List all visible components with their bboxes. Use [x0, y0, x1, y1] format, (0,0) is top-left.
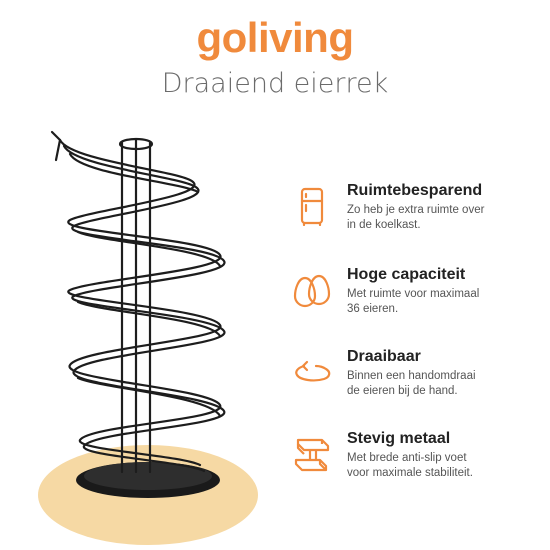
eggs-icon	[293, 274, 331, 308]
feature-desc: Binnen een handomdraai de eieren bij de …	[347, 370, 476, 397]
feature-title: Ruimtebesparend	[347, 182, 483, 199]
feature-item: Stevig metaal Met brede anti-slip voet v…	[292, 430, 542, 490]
feature-title: Stevig metaal	[347, 430, 451, 447]
feature-title: Hoge capaciteit	[347, 266, 466, 283]
feature-desc: Met ruimte voor maximaal 36 eieren.	[347, 288, 480, 315]
feature-desc: Met brede anti-slip voet voor maximale s…	[347, 452, 473, 479]
feature-item: Ruimtebesparend Zo heb je extra ruimte o…	[292, 182, 542, 242]
brand-logo: goliving	[196, 14, 355, 61]
feature-title: Draaibaar	[347, 348, 421, 365]
product-image	[38, 130, 258, 545]
feature-item: Draaibaar Binnen een handomdraai de eier…	[292, 348, 542, 408]
page-title: Draaiend eierrek	[161, 68, 389, 99]
feature-desc: Zo heb je extra ruimte over in de koelka…	[347, 204, 485, 231]
rotate-icon	[295, 360, 331, 382]
feature-item: Hoge capaciteit Met ruimte voor maximaal…	[292, 266, 542, 326]
metal-beam-icon	[294, 438, 330, 472]
fridge-icon	[300, 187, 324, 226]
